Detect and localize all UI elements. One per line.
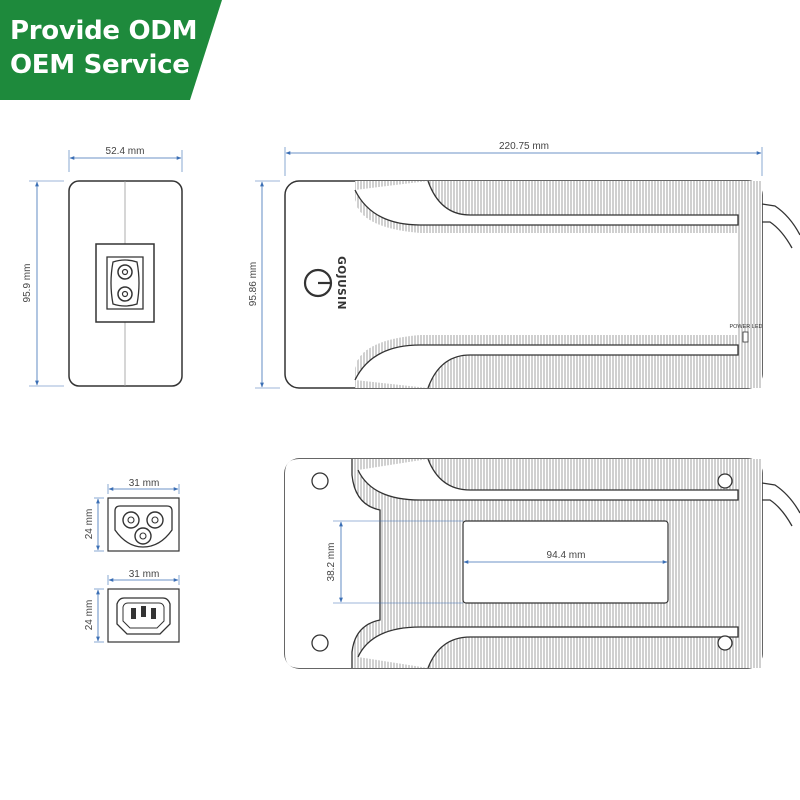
end-width-label: 52.4 mm	[106, 146, 145, 157]
banner-line-2: OEM Service	[10, 50, 190, 80]
mounting-hole	[311, 634, 329, 652]
c14-width-label: 31 mm	[129, 569, 160, 580]
brand-name: GOJUSIN	[335, 256, 347, 310]
end-height-label: 95.9 mm	[22, 264, 33, 303]
power-led-indicator	[742, 331, 749, 343]
banner-background	[0, 0, 222, 100]
mounting-hole	[311, 472, 329, 490]
mounting-hole	[717, 473, 733, 489]
c14-height-label: 24 mm	[84, 600, 95, 631]
label-width-label: 94.4 mm	[547, 550, 586, 561]
power-led-label: POWER LED	[729, 324, 762, 330]
end-view: 52.4 mm 95.9 mm	[22, 146, 183, 387]
g-logo-icon	[303, 268, 333, 298]
c5-socket-view: 31 mm 24 mm	[84, 478, 180, 552]
c14-inlet-view: 31 mm 24 mm	[84, 569, 180, 643]
c5-height-label: 24 mm	[84, 509, 95, 540]
banner-line-1: Provide ODM	[10, 16, 198, 46]
label-height-label: 38.2 mm	[326, 543, 337, 582]
top-length-label: 220.75 mm	[499, 141, 549, 152]
c5-width-label: 31 mm	[129, 478, 160, 489]
c8-inlet-socket	[95, 243, 155, 323]
bottom-view: 94.4 mm 38.2 mm	[284, 458, 800, 669]
banner: Provide ODM OEM Service	[10, 14, 197, 82]
top-view: GOJUSIN POWER LED 220.75 mm 95.86 mm	[248, 141, 800, 389]
top-height-label: 95.86 mm	[248, 262, 259, 306]
mounting-hole	[717, 635, 733, 651]
